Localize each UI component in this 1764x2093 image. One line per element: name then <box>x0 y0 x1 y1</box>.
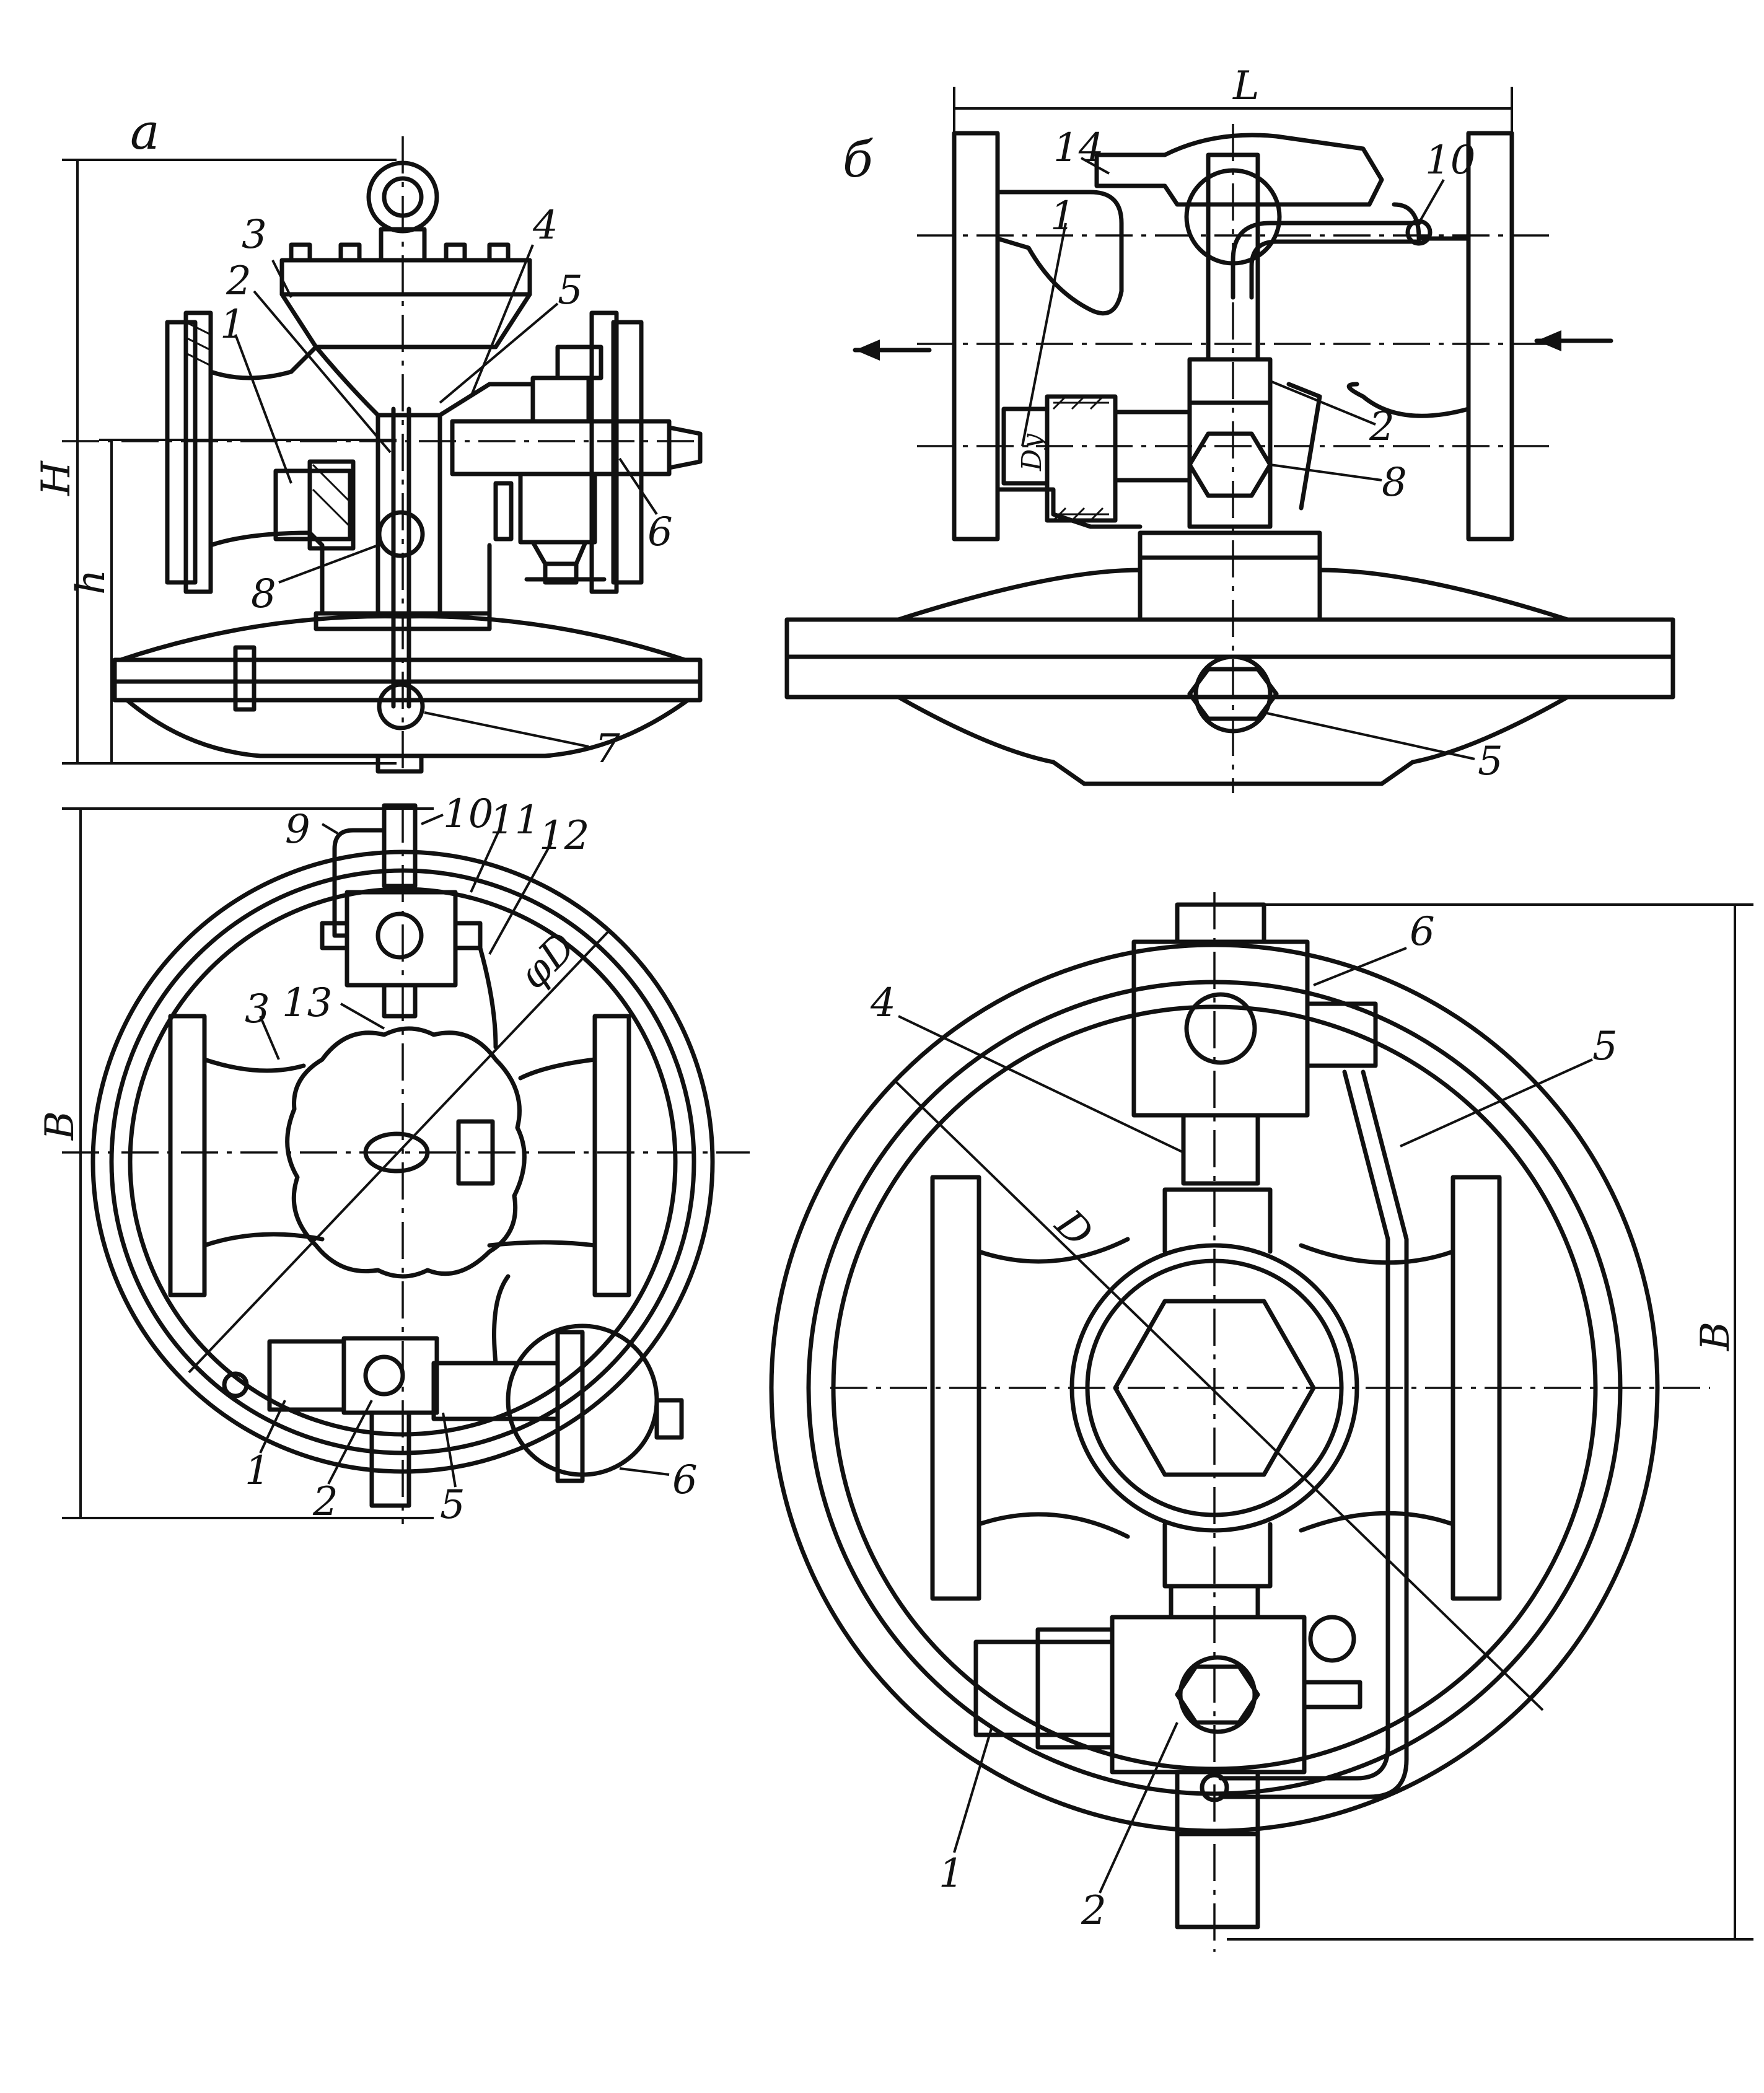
view-a-front: H h а <box>33 103 703 774</box>
cover-bolts <box>289 242 511 263</box>
callouts-view-b-bottom: 6 4 5 1 2 <box>870 909 1618 1934</box>
svg-text:14: 14 <box>1053 125 1104 171</box>
svg-text:1: 1 <box>1050 193 1076 239</box>
svg-text:9: 9 <box>285 807 310 853</box>
callouts-view-a-bottom: 9 10 11 12 13 3 1 2 5 6 <box>245 791 698 1528</box>
callouts-view-b-top: 14 1 10 2 8 5 <box>1021 125 1503 784</box>
dim-h: h <box>68 569 114 595</box>
dim-L: L <box>1232 63 1260 109</box>
svg-text:10: 10 <box>1425 138 1475 183</box>
svg-text:2: 2 <box>1081 1888 1107 1934</box>
view-b-plan: B D <box>769 892 1753 1952</box>
svg-text:3: 3 <box>242 212 267 258</box>
view-a-label: а <box>130 103 160 160</box>
dim-H: H <box>33 460 79 496</box>
svg-text:2: 2 <box>1369 404 1395 450</box>
svg-text:1: 1 <box>939 1851 964 1897</box>
svg-text:4: 4 <box>532 203 558 248</box>
callouts-view-a-top: 1 2 3 4 5 6 7 8 <box>220 203 673 772</box>
svg-text:1: 1 <box>220 302 245 348</box>
svg-text:8: 8 <box>251 571 276 617</box>
svg-text:8: 8 <box>1382 460 1407 506</box>
svg-text:6: 6 <box>672 1457 698 1503</box>
dim-D-left: φD <box>511 924 585 998</box>
svg-text:10: 10 <box>443 791 493 837</box>
svg-text:3: 3 <box>245 986 270 1032</box>
svg-text:6: 6 <box>647 509 673 555</box>
svg-text:6: 6 <box>1410 909 1435 955</box>
view-b-front: L б <box>784 63 1675 793</box>
svg-text:1: 1 <box>245 1448 270 1494</box>
svg-text:4: 4 <box>870 980 896 1026</box>
svg-text:2: 2 <box>226 258 252 304</box>
svg-text:12: 12 <box>539 813 589 859</box>
view-a-plan: B φD <box>37 791 750 1528</box>
svg-text:13: 13 <box>282 980 332 1026</box>
dim-Du: Dу <box>1016 433 1048 472</box>
dim-B-left: B <box>37 1111 83 1141</box>
svg-text:5: 5 <box>1478 739 1503 784</box>
dim-B-right: B <box>1693 1322 1739 1351</box>
svg-text:11: 11 <box>489 797 540 843</box>
svg-text:7: 7 <box>595 726 620 772</box>
dim-D-right: D <box>1046 1201 1101 1256</box>
view-b-label: б <box>843 131 874 188</box>
svg-text:5: 5 <box>440 1482 465 1528</box>
svg-text:5: 5 <box>558 268 583 314</box>
svg-text:5: 5 <box>1592 1024 1618 1069</box>
svg-text:2: 2 <box>312 1479 338 1525</box>
